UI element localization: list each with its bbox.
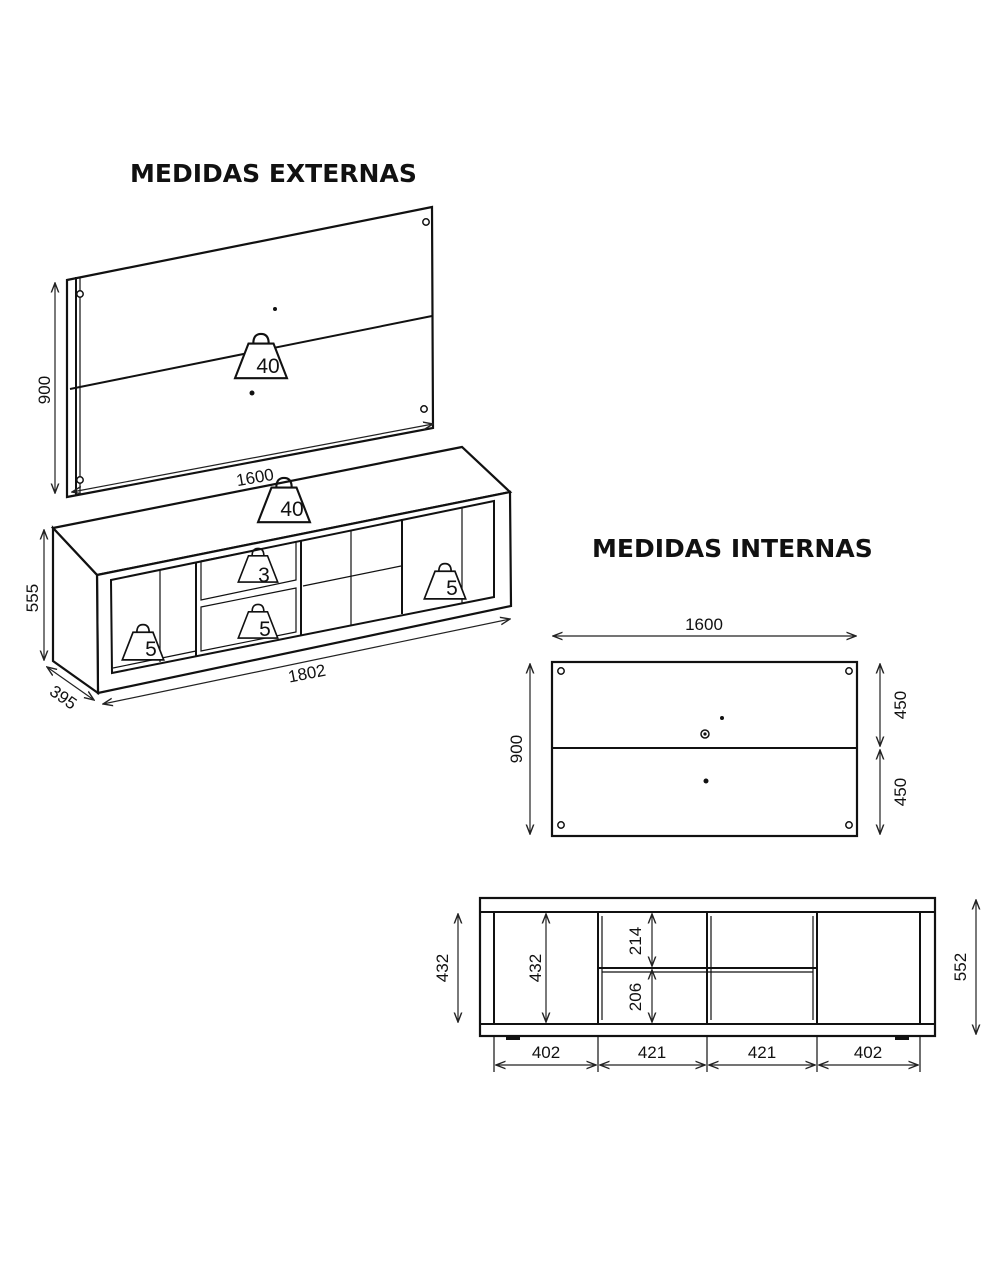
internal-drawer-upper-label: 214	[626, 927, 645, 955]
external-right-niche-weight-label: 5	[446, 577, 458, 600]
internal-tv-rack	[478, 896, 937, 1040]
external-rack-depth-line	[47, 667, 94, 700]
external-drawer-top-weight-label: 3	[258, 564, 270, 587]
internal-rack-outer-height-label: 432	[433, 954, 452, 982]
internal-wall-panel	[550, 660, 859, 838]
internal-bay-width-2: 421	[638, 1043, 666, 1062]
internal-drawer-lower-label: 206	[626, 983, 645, 1011]
internal-panel-height-label: 900	[507, 735, 526, 763]
internal-panel-upper-label: 450	[891, 691, 910, 719]
internal-bay-width-1: 402	[532, 1043, 560, 1062]
internal-panel-lower-label: 450	[891, 778, 910, 806]
internal-bay-width-dims: 402 421 421 402	[493, 1036, 921, 1072]
internal-rack-inner-height-label: 432	[526, 954, 545, 982]
external-drawer-top-weight-icon: 3	[237, 547, 279, 587]
external-title: MEDIDAS EXTERNAS	[130, 159, 417, 188]
external-panel-weight-label: 40	[256, 355, 279, 378]
external-left-niche-weight-label: 5	[145, 638, 157, 661]
external-rack-top-weight-label: 40	[280, 498, 303, 521]
internal-panel-width-label: 1600	[685, 615, 723, 634]
external-panel-weight-icon: 40	[233, 332, 289, 380]
external-right-niche-weight-icon: 5	[423, 562, 467, 600]
external-drawer-bottom-weight-label: 5	[259, 618, 271, 641]
external-panel-height-label: 900	[35, 376, 54, 404]
external-rack-top-weight-icon: 40	[256, 476, 312, 524]
internal-bay-width-3: 421	[748, 1043, 776, 1062]
internal-bay-width-4: 402	[854, 1043, 882, 1062]
external-rack-width-line	[103, 619, 510, 704]
internal-title: MEDIDAS INTERNAS	[592, 534, 873, 563]
internal-rack-total-height-label: 552	[951, 953, 970, 981]
external-rack-height-label: 555	[23, 584, 42, 612]
external-panel-width-line	[72, 424, 433, 492]
